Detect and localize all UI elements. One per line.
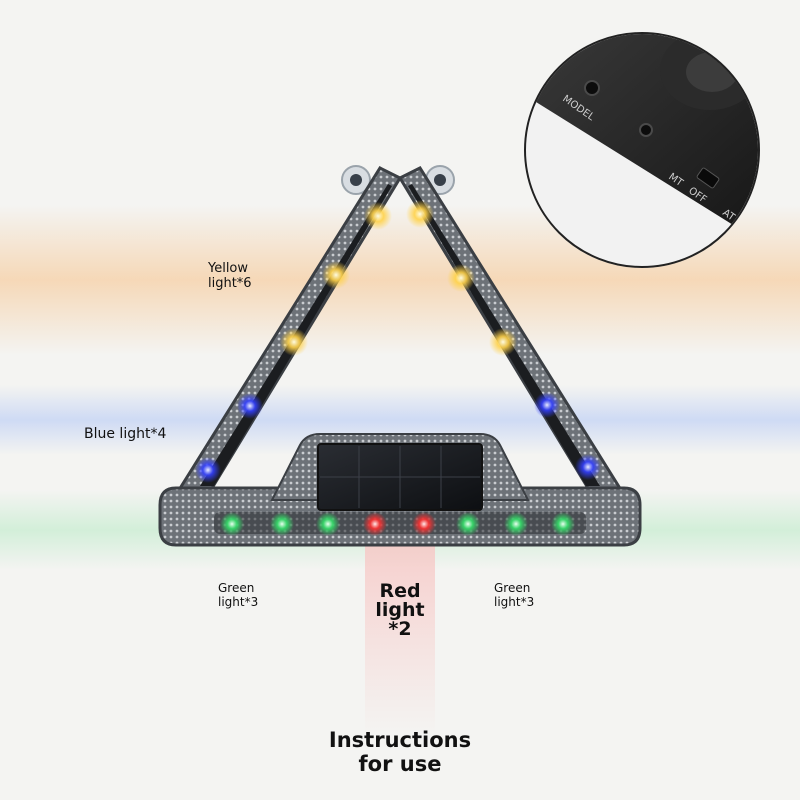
- green-led: [456, 512, 480, 536]
- green-light-right-label: Green light*3: [494, 581, 535, 609]
- title-line-2: for use: [358, 752, 442, 777]
- red-light-label: Red light *2: [375, 580, 425, 640]
- green-led: [220, 512, 244, 536]
- yellow-led: [280, 328, 308, 356]
- green-light-left-label: Green light*3: [218, 581, 259, 609]
- blue-leds: [195, 392, 601, 483]
- red-led: [412, 512, 436, 536]
- blue-led: [195, 457, 221, 483]
- red-light-band: [365, 525, 435, 735]
- yellow-led: [322, 261, 350, 289]
- solar-panel: [270, 433, 530, 511]
- green-led: [504, 512, 528, 536]
- blue-light-label: Blue light*4: [84, 426, 167, 442]
- title-line-1: Instructions: [328, 728, 472, 752]
- green-leds: [220, 512, 575, 536]
- yellow-led: [489, 328, 517, 356]
- suction-cups: [341, 165, 455, 195]
- blue-led: [575, 454, 601, 480]
- instructions-title: Instructions for use: [300, 728, 500, 776]
- switch-closeup-inset: MODEL MT OFF AT: [524, 32, 760, 268]
- blue-led: [534, 392, 560, 418]
- red-leds: [363, 512, 436, 536]
- green-led: [551, 512, 575, 536]
- red-led: [363, 512, 387, 536]
- yellow-leds: [280, 200, 517, 356]
- yellow-light-label: Yellow light*6: [208, 261, 252, 291]
- blue-led: [237, 393, 263, 419]
- yellow-led: [447, 264, 475, 292]
- green-led: [270, 512, 294, 536]
- green-led: [316, 512, 340, 536]
- yellow-led: [406, 200, 434, 228]
- yellow-led: [364, 202, 392, 230]
